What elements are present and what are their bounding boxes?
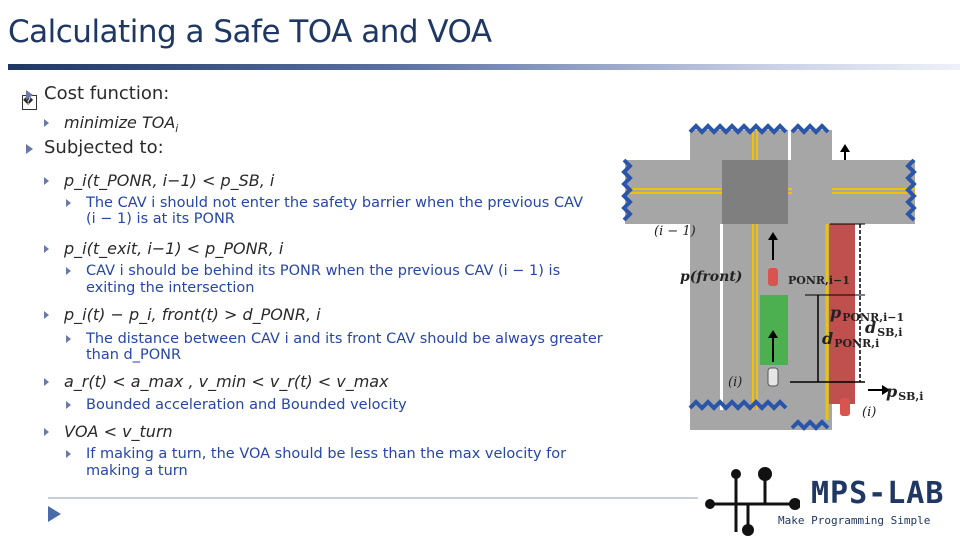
- minimize-text: minimize TOA: [64, 113, 176, 132]
- barrier-wave: [688, 399, 788, 411]
- barrier-wave: [905, 158, 917, 222]
- bullet-arrow-icon: [66, 199, 71, 207]
- logo-tagline: Make Programming Simple: [778, 514, 931, 527]
- intersection-box: [722, 160, 788, 224]
- constraint-3-description: The distance between CAV i and its front…: [86, 331, 603, 347]
- barrier-wave: [621, 158, 633, 222]
- constraint-4-equation: a_r(t) < a_max , v_min < v_r(t) < v_max: [64, 372, 389, 391]
- bullet-arrow-icon: [26, 144, 33, 154]
- logo-circuit-icon: [705, 467, 800, 536]
- label-p-ponr-prev-sub: PONR,i−1: [842, 311, 904, 324]
- label-p-ponr-prev: pPONR,i−1: [830, 303, 904, 324]
- constraint-5-equation: VOA < v_turn: [64, 422, 173, 441]
- arrow-head: [768, 232, 778, 240]
- arrow-head: [882, 385, 890, 395]
- car-i: [767, 367, 779, 387]
- minimize-expression: minimize TOAi: [64, 113, 178, 135]
- label-p-front: p(front): [680, 269, 742, 285]
- footer-rule: [48, 497, 698, 499]
- bullet-arrow-icon: [26, 90, 33, 100]
- barrier-wave: [790, 123, 830, 135]
- arrow-head: [840, 144, 850, 152]
- minimize-subscript: i: [175, 122, 179, 136]
- constraint-5-description-cont: making a turn: [86, 463, 188, 479]
- label-prev-cav: (i − 1): [654, 224, 696, 239]
- constraint-1-description-cont: (i − 1) is at its PONR: [86, 211, 235, 227]
- label-p-sb-sub: SB,i: [898, 390, 923, 403]
- bullet-arrow-icon: [66, 267, 71, 275]
- barrier-wave: [688, 123, 788, 135]
- constraint-1-description: The CAV i should not enter the safety ba…: [86, 195, 583, 211]
- road-gap: [720, 224, 723, 410]
- bullet-arrow-icon: [66, 401, 71, 409]
- bullet-arrow-icon: [66, 335, 71, 343]
- bullet-arrow-icon: [44, 311, 49, 319]
- logo-name: MPS-LAB: [811, 476, 945, 511]
- right-road: [792, 130, 832, 430]
- cost-function-heading: Cost function:: [44, 83, 170, 104]
- road-gap: [788, 130, 791, 160]
- constraint-1-equation: p_i(t_PONR, i−1) < p_SB, i: [64, 171, 275, 190]
- subjected-heading: Subjected to:: [44, 137, 164, 158]
- constraint-3-equation: p_i(t) − p_i, front(t) > d_PONR, i: [64, 305, 321, 324]
- constraint-2-equation: p_i(t_exit, i−1) < p_PONR, i: [64, 239, 284, 258]
- barrier-wave: [790, 419, 830, 431]
- bullet-arrow-icon: [44, 245, 49, 253]
- arrow-head: [768, 330, 778, 338]
- label-d-sb-sub: SB,i: [877, 326, 902, 339]
- constraint-3-description-cont: than d_PONR: [86, 347, 182, 363]
- safety-barrier-zone: [829, 224, 855, 404]
- label-d-ponr-sub: PONR,i: [834, 337, 879, 350]
- label-d-ponr: dPONR,i: [822, 329, 879, 350]
- car-i-right: [840, 398, 850, 416]
- intersection-diagram: (i − 1) p(front) PONR,i−1 pPONR,i−1 dSB,…: [621, 123, 923, 431]
- label-d-ponr-base: d: [822, 329, 833, 348]
- bullet-arrow-icon: [44, 378, 49, 386]
- constraint-5-description: If making a turn, the VOA should be less…: [86, 446, 567, 462]
- constraint-2-description-cont: exiting the intersection: [86, 280, 255, 296]
- label-d-sb: dSB,i: [865, 318, 902, 339]
- label-p-sb: pSB,i: [886, 382, 923, 403]
- bullet-arrow-icon: [66, 450, 71, 458]
- slide-title: Calculating a Safe TOA and VOA: [8, 14, 492, 50]
- next-arrow-icon[interactable]: [48, 506, 61, 522]
- label-p-ponr-prev-base: p: [830, 303, 841, 322]
- label-p-sb-base: p: [886, 382, 897, 401]
- bullet-arrow-icon: [44, 119, 49, 127]
- car-front: [768, 268, 778, 286]
- label-ponr-prev-small: PONR,i−1: [788, 274, 850, 287]
- constraint-4-description: Bounded acceleration and Bounded velocit…: [86, 397, 407, 413]
- title-underline: [8, 64, 960, 70]
- bullet-arrow-icon: [44, 177, 49, 185]
- label-i-right: (i): [862, 405, 876, 420]
- label-d-sb-base: d: [865, 318, 876, 337]
- constraint-2-description: CAV i should be behind its PONR when the…: [86, 263, 561, 279]
- label-i-left: (i): [728, 375, 742, 390]
- bullet-arrow-icon: [44, 428, 49, 436]
